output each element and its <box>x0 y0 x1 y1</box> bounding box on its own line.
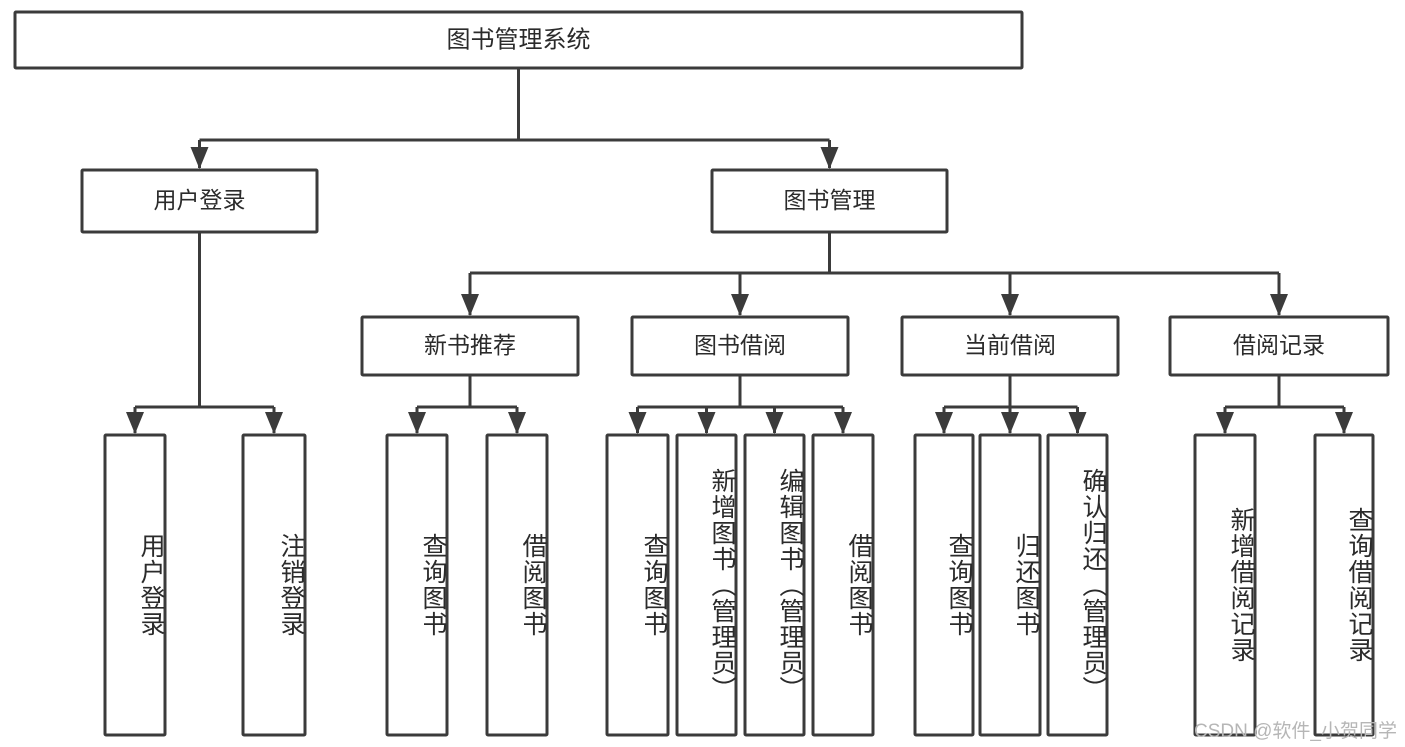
node-level2-4[interactable] <box>1168 315 1390 377</box>
arrowhead-icon <box>126 412 144 434</box>
node-level1-label-2: 图书管理 <box>784 187 876 213</box>
node-leaf-12[interactable] <box>1193 433 1257 737</box>
arrowhead-icon <box>1270 294 1288 316</box>
arrowhead-icon <box>628 412 647 434</box>
node-level2-label-2: 图书借阅 <box>694 332 786 358</box>
arrowhead-icon <box>461 294 479 316</box>
arrowhead-icon <box>1068 412 1087 434</box>
arrowhead-icon <box>1216 412 1234 434</box>
node-leaf-10[interactable] <box>978 433 1042 737</box>
arrowhead-icon <box>935 412 953 434</box>
node-leaf-8[interactable] <box>811 433 875 737</box>
node-level2-2[interactable] <box>630 315 850 377</box>
arrowhead-icon <box>1001 412 1019 434</box>
arrowhead-icon <box>731 294 749 316</box>
connector-layer <box>126 68 1353 434</box>
node-level1-label-1: 用户登录 <box>154 187 246 213</box>
node-leaf-2[interactable] <box>241 433 307 737</box>
arrowhead-icon <box>508 412 526 434</box>
node-leaf-4[interactable] <box>485 433 549 737</box>
node-level2-3[interactable] <box>900 315 1120 377</box>
node-leaf-5[interactable] <box>605 433 670 737</box>
node-leaf-9[interactable] <box>913 433 975 737</box>
arrowhead-icon <box>408 412 426 434</box>
node-leaf-1[interactable] <box>103 433 167 737</box>
node-level2-label-3: 当前借阅 <box>964 332 1056 358</box>
arrowhead-icon <box>765 412 784 434</box>
node-leaf-11[interactable] <box>1046 433 1109 737</box>
watermark: CSDN @软件_小贺同学 <box>1194 721 1397 742</box>
arrowhead-icon <box>1335 412 1353 434</box>
arrowhead-icon <box>820 147 839 169</box>
arrowhead-icon <box>190 147 209 169</box>
node-level2-1[interactable] <box>360 315 580 377</box>
node-root[interactable] <box>13 10 1024 70</box>
node-leaf-6[interactable] <box>675 433 738 737</box>
arrowhead-icon <box>834 412 852 434</box>
arrowhead-icon <box>1001 294 1019 316</box>
node-leaf-3[interactable] <box>385 433 449 737</box>
node-level1-1[interactable] <box>80 168 319 234</box>
node-level1-2[interactable] <box>710 168 949 234</box>
arrowhead-icon <box>697 412 716 434</box>
arrowhead-icon <box>265 412 283 434</box>
node-leaf-13[interactable] <box>1313 433 1375 737</box>
node-level2-label-1: 新书推荐 <box>424 332 516 358</box>
node-level2-label-4: 借阅记录 <box>1233 332 1325 358</box>
node-root-label: 图书管理系统 <box>447 26 591 53</box>
node-leaf-7[interactable] <box>743 433 806 737</box>
node-box-layer <box>13 10 1390 737</box>
